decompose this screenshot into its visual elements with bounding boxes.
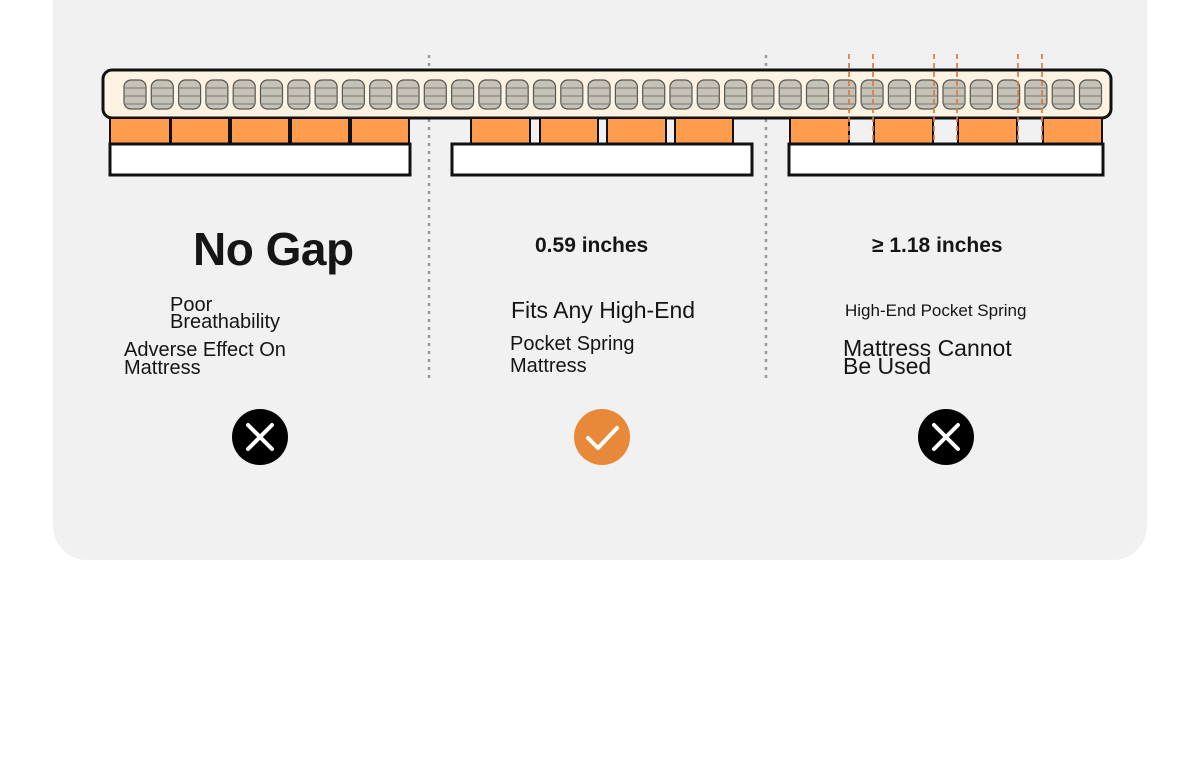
- column-2-line-1: Fits Any High-End: [511, 297, 696, 323]
- spring-coil: [396, 79, 420, 110]
- spring-coil: [614, 79, 639, 110]
- slat: [957, 117, 1018, 145]
- spring-coil: [532, 79, 557, 110]
- spring-coil: [478, 79, 502, 110]
- gap-markers: [848, 54, 1043, 144]
- spring-coil: [723, 79, 748, 110]
- column-1-line-4: Mattress: [124, 357, 201, 379]
- slat: [230, 117, 290, 145]
- spring-coil: [205, 79, 229, 110]
- spring-coil: [996, 79, 1021, 110]
- spring-coil: [1078, 79, 1103, 110]
- spring-coil: [150, 79, 174, 110]
- mattress-slat-illustration: [101, 54, 1113, 378]
- bed-frame-3: [787, 142, 1105, 177]
- cross-icon: [918, 409, 974, 465]
- spring-coil: [314, 79, 338, 110]
- bed-frame-1: [108, 142, 412, 177]
- spring-coil: [969, 79, 993, 110]
- column-1-line-1: Poor: [170, 294, 213, 316]
- spring-coil: [833, 79, 857, 110]
- bed-slats: [109, 117, 1103, 145]
- slat: [1042, 117, 1103, 145]
- spring-coil: [669, 79, 693, 110]
- spring-coil: [259, 79, 284, 110]
- pocket-springs: [123, 79, 1103, 110]
- column-3-line-2: Mattress Cannot: [843, 335, 1012, 361]
- column-1-line-3: Adverse Effect On: [124, 339, 286, 361]
- slat: [170, 117, 230, 145]
- spring-coil: [805, 79, 830, 110]
- slat: [109, 117, 171, 145]
- spring-coil: [887, 79, 912, 110]
- spring-coil: [778, 79, 802, 110]
- bed-frame-2: [450, 142, 754, 177]
- spring-coil: [942, 79, 966, 110]
- column-2-line-3: Mattress: [510, 355, 587, 377]
- spring-coil: [505, 79, 529, 110]
- spring-coil: [232, 79, 256, 110]
- column-1-line-2: Breathability: [170, 311, 281, 333]
- spring-coil: [123, 79, 147, 110]
- spring-coil: [560, 79, 584, 110]
- spring-coil: [423, 79, 447, 110]
- spring-coil: [287, 79, 311, 110]
- slat: [290, 117, 350, 145]
- column-2-line-2: Pocket Spring: [510, 333, 635, 355]
- spring-coil: [1051, 79, 1075, 110]
- spring-coil: [341, 79, 365, 110]
- spring-coil: [751, 79, 775, 110]
- slat: [674, 117, 734, 145]
- spring-coil: [1024, 79, 1048, 110]
- slat: [873, 117, 934, 145]
- slat: [350, 117, 410, 145]
- column-3-heading: ≥ 1.18 inches: [872, 234, 1003, 257]
- spring-coil: [587, 79, 611, 110]
- slat: [789, 117, 850, 145]
- spring-coil: [696, 79, 720, 110]
- slat: [606, 117, 667, 145]
- column-2-heading: 0.59 inches: [535, 234, 649, 257]
- column-3-line-3: Be Used: [843, 353, 932, 379]
- slat: [470, 117, 531, 145]
- cross-icon: [232, 409, 288, 465]
- column-1-heading: No Gap: [193, 223, 354, 275]
- check-icon: [574, 409, 630, 465]
- spring-coil: [642, 79, 666, 110]
- slat: [539, 117, 599, 145]
- spring-coil: [369, 79, 393, 110]
- spring-coil: [178, 79, 202, 110]
- spring-coil: [451, 79, 475, 110]
- column-3-line-1: High-End Pocket Spring: [845, 301, 1027, 320]
